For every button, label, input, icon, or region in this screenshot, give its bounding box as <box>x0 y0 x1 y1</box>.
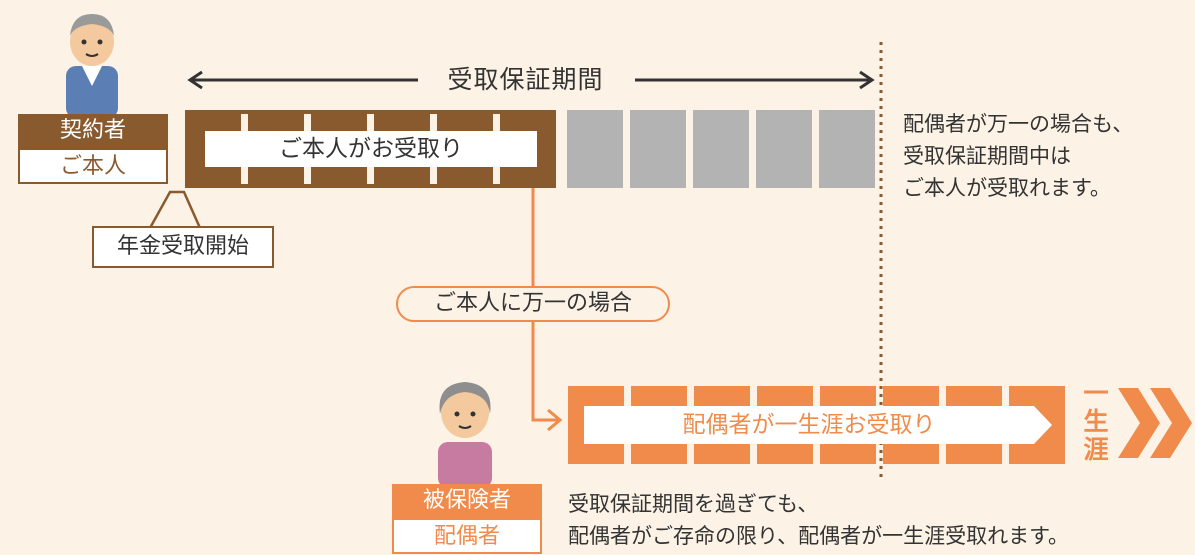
gray-segment <box>756 110 812 188</box>
right-note: 配偶者が万一の場合も、 受取保証期間中は ご本人が受取れます。 <box>903 108 1193 204</box>
lifetime-char-2: 生 <box>1083 407 1109 436</box>
contractor-role-label: 契約者 <box>18 114 168 148</box>
spouse-band-label-box <box>584 406 1052 444</box>
spouse-receive-band <box>568 386 1065 464</box>
insured-role-label: 被保険者 <box>392 484 542 518</box>
contractor-name-label: ご本人 <box>18 148 168 184</box>
branch-connector <box>531 158 560 422</box>
insured-name-label: 配偶者 <box>392 518 542 554</box>
bottom-note-line-2: 配偶者がご存命の限り、配偶者が一生涯受取れます。 <box>568 524 1070 548</box>
right-note-line-1: 配偶者が万一の場合も、 <box>903 112 1134 136</box>
gray-band <box>567 110 875 188</box>
right-note-line-3: ご本人が受取れます。 <box>903 176 1111 200</box>
start-callout-pointer <box>147 190 202 230</box>
spouse-person-icon <box>438 382 492 488</box>
right-note-line-2: 受取保証期間中は <box>903 144 1071 168</box>
lifetime-char-3: 涯 <box>1083 435 1109 464</box>
contractor-person-icon <box>66 14 118 118</box>
gray-segment <box>693 110 749 188</box>
self-receive-label: ご本人がお受取り <box>205 131 537 167</box>
spouse-receive-label: 配偶者が一生涯お受取り <box>682 412 936 438</box>
in-case-of-death-pill: ご本人に万一の場合 <box>396 286 670 322</box>
bottom-note: 受取保証期間を過ぎても、 配偶者がご存命の限り、配偶者が一生涯受取れます。 <box>568 488 1193 552</box>
chevron-right-icon <box>1118 388 1192 458</box>
gray-segment <box>819 110 875 188</box>
guarantee-period-label: 受取保証期間 <box>418 60 633 100</box>
gray-segment <box>630 110 686 188</box>
gray-segment <box>567 110 623 188</box>
pension-start-label: 年金受取開始 <box>92 226 274 268</box>
lifetime-char-1: 一 <box>1083 379 1109 408</box>
self-band-frame <box>185 110 556 188</box>
bottom-note-line-1: 受取保証期間を過ぎても、 <box>568 492 819 516</box>
